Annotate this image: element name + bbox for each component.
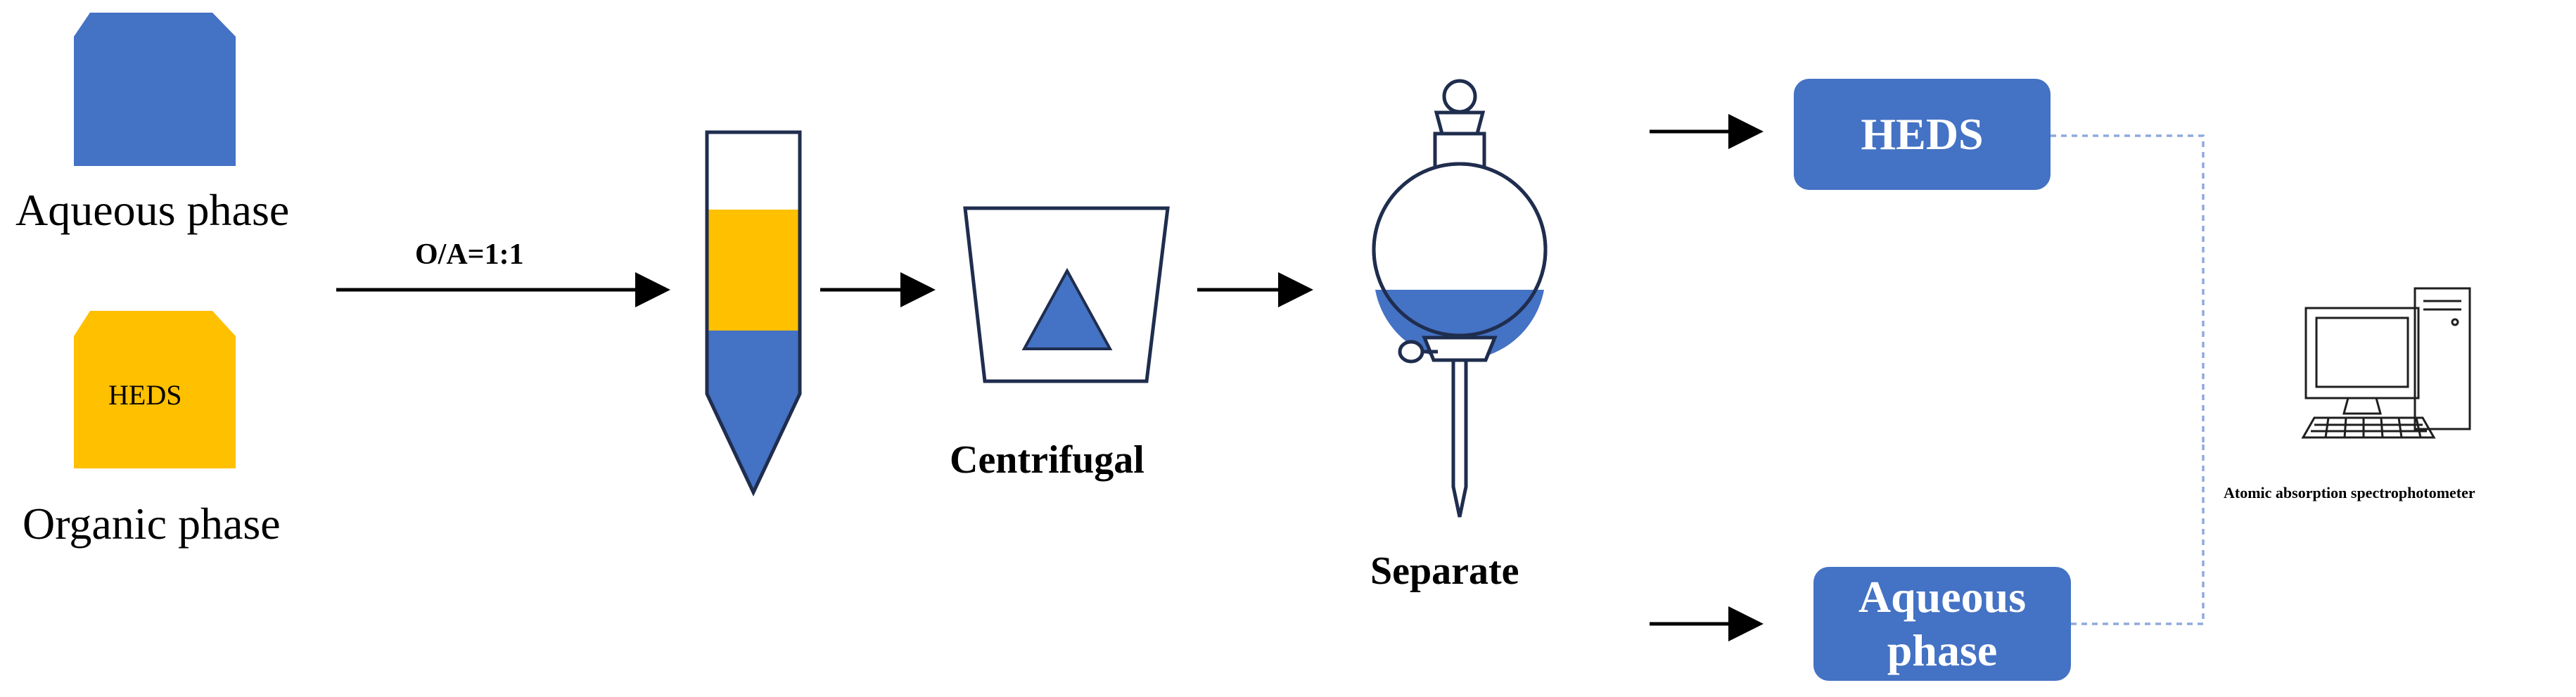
aqueous-phase-block bbox=[74, 13, 236, 166]
connector-heds-to-instrument bbox=[2051, 134, 2205, 445]
heds-output-label: HEDS bbox=[1861, 109, 1984, 159]
instrument-label: Atomic absorption spectrophotometer bbox=[2224, 484, 2475, 501]
separate-label: Separate bbox=[1370, 549, 1519, 593]
aqueous-output-label-line1: Aqueous bbox=[1858, 572, 2027, 622]
computer-icon bbox=[2301, 287, 2471, 439]
centrifugal-label: Centrifugal bbox=[950, 438, 1144, 482]
organic-icon-text: HEDS bbox=[108, 379, 182, 411]
separatory-funnel-icon bbox=[1372, 79, 1548, 518]
connector-aqueous-to-instrument bbox=[2071, 445, 2205, 625]
ratio-label: O/A=1:1 bbox=[415, 238, 524, 271]
centrifuge-tube bbox=[705, 130, 802, 497]
aqueous-output-label-line2: phase bbox=[1887, 625, 1998, 675]
organic-phase-block bbox=[74, 311, 236, 468]
organic-phase-label: Organic phase bbox=[23, 499, 281, 549]
aqueous-output-box: Aqueous phase bbox=[1813, 567, 2071, 681]
centrifuge-icon bbox=[963, 206, 1170, 383]
heds-output-box: HEDS bbox=[1794, 79, 2051, 190]
aqueous-phase-label: Aqueous phase bbox=[15, 185, 290, 235]
